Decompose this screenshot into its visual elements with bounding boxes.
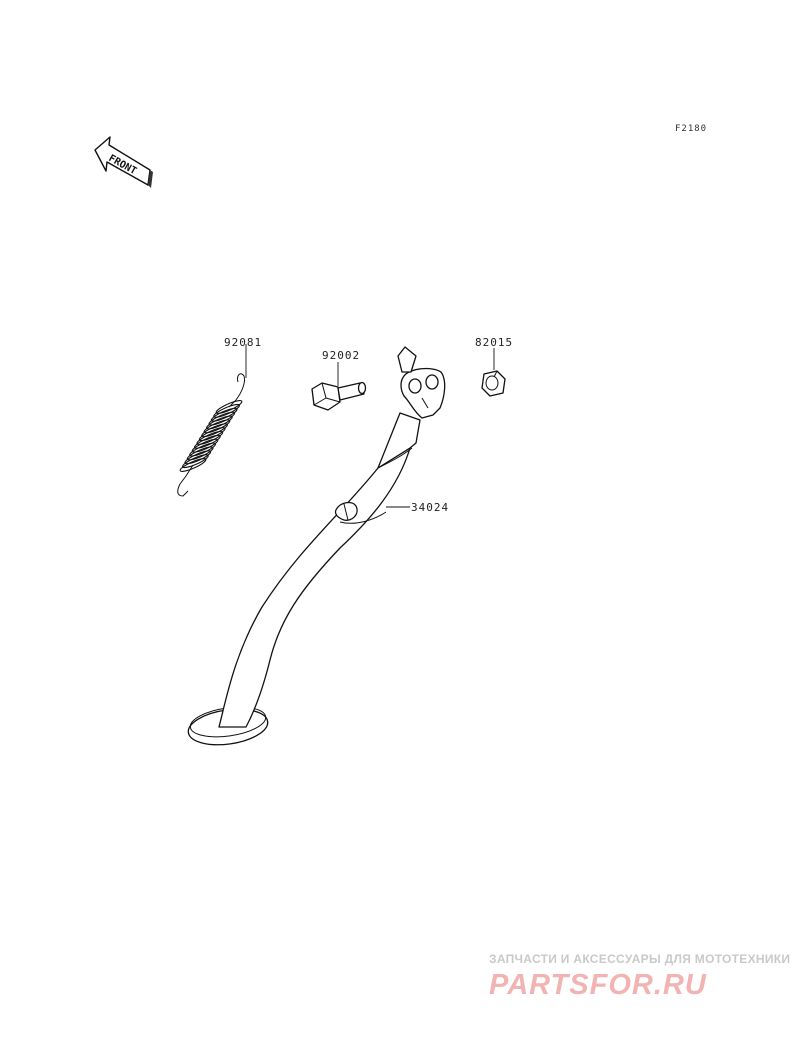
callout-bolt: 92002 — [322, 349, 360, 362]
side-stand-part — [187, 346, 446, 746]
front-arrow-icon: FRONT — [94, 136, 153, 188]
watermark-tagline: ЗАПЧАСТИ И АКСЕССУАРЫ ДЛЯ МОТОТЕХНИКИ — [489, 952, 790, 966]
nut-part — [481, 348, 506, 397]
callout-spring: 92081 — [224, 336, 262, 349]
spring-coil — [179, 458, 207, 472]
bolt-part — [311, 362, 367, 411]
callout-nut: 82015 — [475, 336, 513, 349]
figure-code: F2180 — [675, 124, 707, 134]
watermark-logo: PARTSFOR.RU — [489, 969, 707, 1001]
spring-part — [177, 344, 247, 497]
callout-stand: 34024 — [411, 501, 449, 514]
